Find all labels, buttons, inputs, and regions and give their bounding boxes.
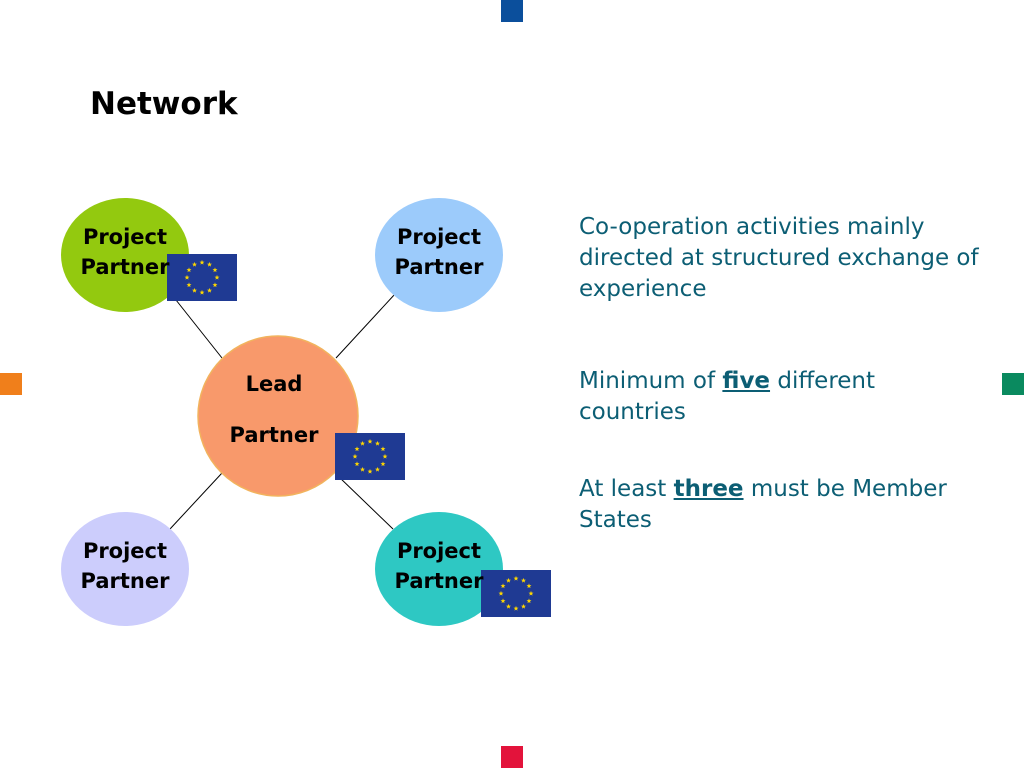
- connector-top-right: [335, 293, 396, 359]
- flag-star: [528, 590, 534, 596]
- partner-label-line1: Project: [83, 539, 167, 563]
- connector-bottom-right: [337, 475, 394, 530]
- info-text: At least: [579, 476, 674, 502]
- flag-star: [199, 259, 205, 265]
- edge-marker-right: [1002, 373, 1024, 395]
- flag-star: [380, 446, 386, 452]
- edge-marker-bottom: [501, 746, 523, 768]
- flag-star: [186, 282, 192, 288]
- info-text: must be Member States: [579, 476, 947, 533]
- flag-star: [380, 461, 386, 467]
- partner-label-line2: Partner: [81, 569, 171, 593]
- eu-flag-icon: [167, 254, 237, 301]
- flag-star: [521, 603, 526, 609]
- connector-bottom-left: [169, 472, 223, 530]
- edge-marker-top: [501, 0, 523, 22]
- flag-star: [212, 267, 218, 273]
- flag-star: [184, 274, 190, 280]
- flag-star: [513, 575, 519, 581]
- flag-star: [214, 274, 220, 280]
- connector-top-left: [175, 299, 223, 359]
- info-item-cooperation: Co-operation activities mainly directed …: [579, 214, 979, 302]
- flag-star: [500, 583, 506, 589]
- flag-star: [354, 461, 360, 467]
- page-title: Network: [90, 86, 238, 122]
- info-item-minimum-countries: Minimum of five different countries: [579, 366, 979, 428]
- project-partner-node-bottom-right: [375, 512, 503, 626]
- flag-star: [199, 289, 205, 295]
- flag-star: [207, 287, 212, 293]
- eu-flag-icon: [481, 570, 551, 617]
- partner-label-line2: Partner: [81, 255, 171, 279]
- flag-star: [498, 590, 504, 596]
- partner-label-line2: Partner: [395, 255, 485, 279]
- partner-label-line1: Project: [83, 225, 167, 249]
- flag-star: [521, 577, 526, 583]
- partner-label-line1: Project: [397, 225, 481, 249]
- eu-flag-icon: [335, 433, 405, 480]
- edge-marker-left: [0, 373, 22, 395]
- flag-star: [354, 446, 360, 452]
- flag-star: [192, 261, 197, 267]
- flag-star: [500, 598, 506, 604]
- flag-star: [352, 453, 358, 459]
- flag-star: [212, 282, 218, 288]
- flag-star: [207, 261, 212, 267]
- lead-label-line1: Lead: [246, 372, 303, 396]
- partner-label-line1: Project: [397, 539, 481, 563]
- project-partner-node-top-left: [61, 198, 189, 312]
- flag-star: [506, 603, 511, 609]
- flag-star: [186, 267, 192, 273]
- flag-star: [360, 466, 365, 472]
- project-partner-node-bottom-left: [61, 512, 189, 626]
- info-item-member-states: At least three must be Member States: [579, 474, 979, 536]
- emphasis-five: five: [722, 368, 771, 394]
- lead-partner-node: [197, 335, 359, 497]
- project-partner-node-top-right: [375, 198, 503, 312]
- flag-star: [375, 440, 380, 446]
- flag-star: [360, 440, 365, 446]
- flag-star: [382, 453, 388, 459]
- flag-star: [375, 466, 380, 472]
- lead-label-line2: Partner: [230, 423, 320, 447]
- flag-star: [526, 598, 532, 604]
- flag-star: [526, 583, 532, 589]
- partner-label-line2: Partner: [395, 569, 485, 593]
- info-text: Minimum of: [579, 368, 723, 394]
- info-text: different countries: [579, 368, 876, 425]
- flag-star: [513, 605, 519, 611]
- flag-star: [367, 438, 373, 444]
- flag-star: [506, 577, 511, 583]
- flag-star: [367, 468, 373, 474]
- flag-star: [192, 287, 197, 293]
- emphasis-three: three: [673, 476, 744, 502]
